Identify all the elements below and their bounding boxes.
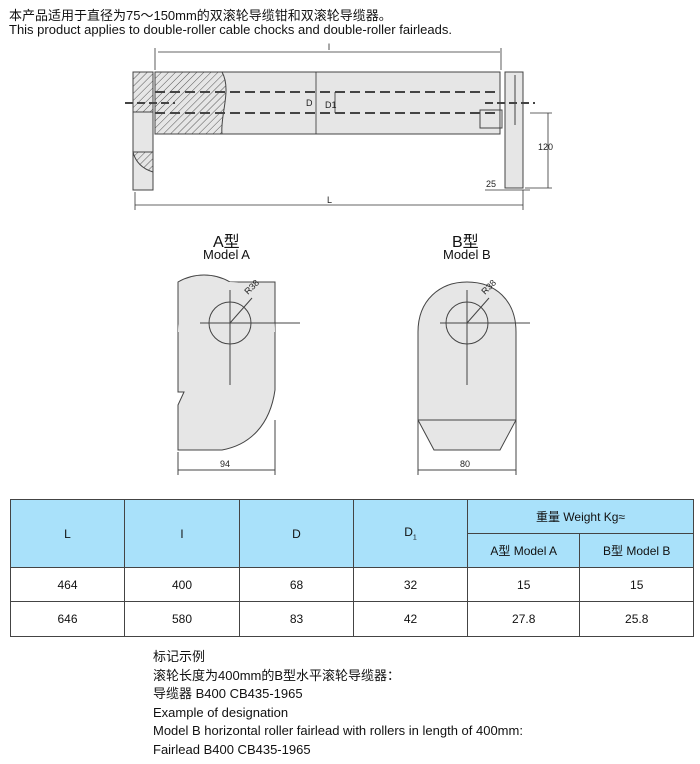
- dimension-lines: [134, 48, 552, 210]
- cell: 68: [239, 567, 354, 602]
- header-D1-label: D: [404, 525, 413, 540]
- designation-notes: 标记示例 滚轮长度为400mm的B型水平滚轮导缆器： 导缆器 B400 CB43…: [153, 648, 523, 759]
- cell: 580: [124, 601, 240, 637]
- dim-120: 120: [538, 142, 553, 152]
- cell: 400: [124, 567, 240, 602]
- cell: 25.8: [579, 601, 694, 637]
- model-a-width: 94: [220, 459, 230, 469]
- note-line: 导缆器 B400 CB435-1965: [153, 686, 303, 701]
- note-line: 标记示例: [153, 649, 206, 664]
- dim-25: 25: [486, 179, 496, 189]
- model-a-drawing: [177, 274, 300, 475]
- model-a-title: A型: [213, 234, 240, 251]
- model-b-width: 80: [460, 459, 470, 469]
- header-D: D: [239, 499, 354, 568]
- cell: 15: [466, 567, 581, 602]
- header-l: l: [124, 499, 240, 568]
- note-line: Example of designation: [153, 704, 289, 720]
- model-b-subtitle: Model B: [443, 247, 491, 262]
- header-D1: D1: [353, 499, 468, 568]
- cell: 83: [239, 601, 354, 637]
- cell: 15: [579, 567, 694, 602]
- dim-D1: D1: [325, 100, 337, 110]
- spec-table: L l D D1 重量 Weight Kg≈ A型 Model A B型 Mod…: [10, 499, 694, 637]
- header-weight: 重量 Weight Kg≈: [467, 499, 694, 534]
- dim-D: D: [306, 98, 313, 108]
- intro-en: This product applies to double-roller ca…: [9, 22, 452, 37]
- model-a-subtitle: Model A: [203, 247, 250, 262]
- dim-l: l: [328, 42, 330, 52]
- note-line: 滚轮长度为400mm的B型水平滚轮导缆器：: [153, 667, 401, 683]
- header-L: L: [10, 499, 125, 568]
- note-line: Model B horizontal roller fairlead with …: [153, 723, 523, 738]
- model-b-drawing: [417, 281, 530, 475]
- model-b-title: B型: [452, 234, 479, 251]
- cell: 32: [353, 567, 468, 602]
- intro-cn: 本产品适用于直径为75～150mm的双滚轮导缆钳和双滚轮导缆器。: [9, 8, 392, 23]
- cell: 42: [353, 601, 468, 637]
- note-line: Fairlead B400 CB435-1965: [153, 741, 311, 757]
- cell: 464: [10, 567, 125, 602]
- technical-drawing: l L D D1 120 25 R38 94 R38 80: [125, 42, 553, 475]
- header-model-a: A型 Model A: [466, 533, 581, 568]
- cell: 27.8: [466, 601, 581, 637]
- roller-assembly: [125, 71, 535, 191]
- dim-L: L: [327, 195, 332, 205]
- header-D1-sub: 1: [412, 534, 417, 542]
- header-model-b: B型 Model B: [579, 533, 694, 568]
- cell: 646: [10, 601, 125, 637]
